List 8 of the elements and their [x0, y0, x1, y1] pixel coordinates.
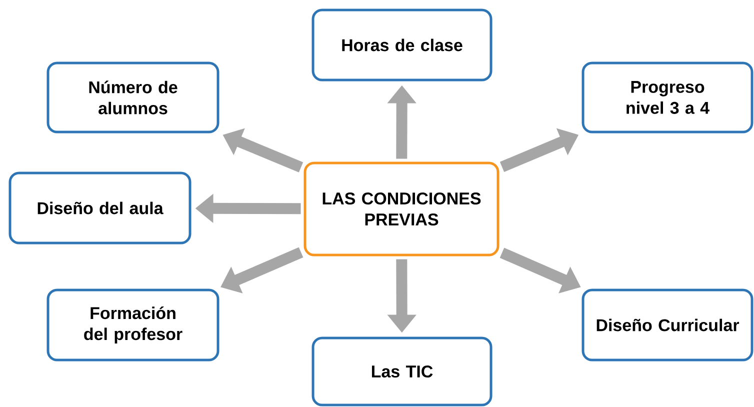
- topic-box: Horas de clase: [312, 8, 492, 82]
- topic-box: Diseño del aula: [8, 172, 192, 244]
- topic-box: Progreso nivel 3 a 4: [582, 62, 754, 134]
- topic-box: Diseño Curricular: [582, 288, 754, 362]
- topic-box: Número de alumnos: [46, 62, 220, 134]
- topic-box: Formación del profesor: [46, 288, 220, 362]
- topic-box: Las TIC: [312, 336, 492, 406]
- central-box: LAS CONDICIONES PREVIAS: [304, 162, 500, 256]
